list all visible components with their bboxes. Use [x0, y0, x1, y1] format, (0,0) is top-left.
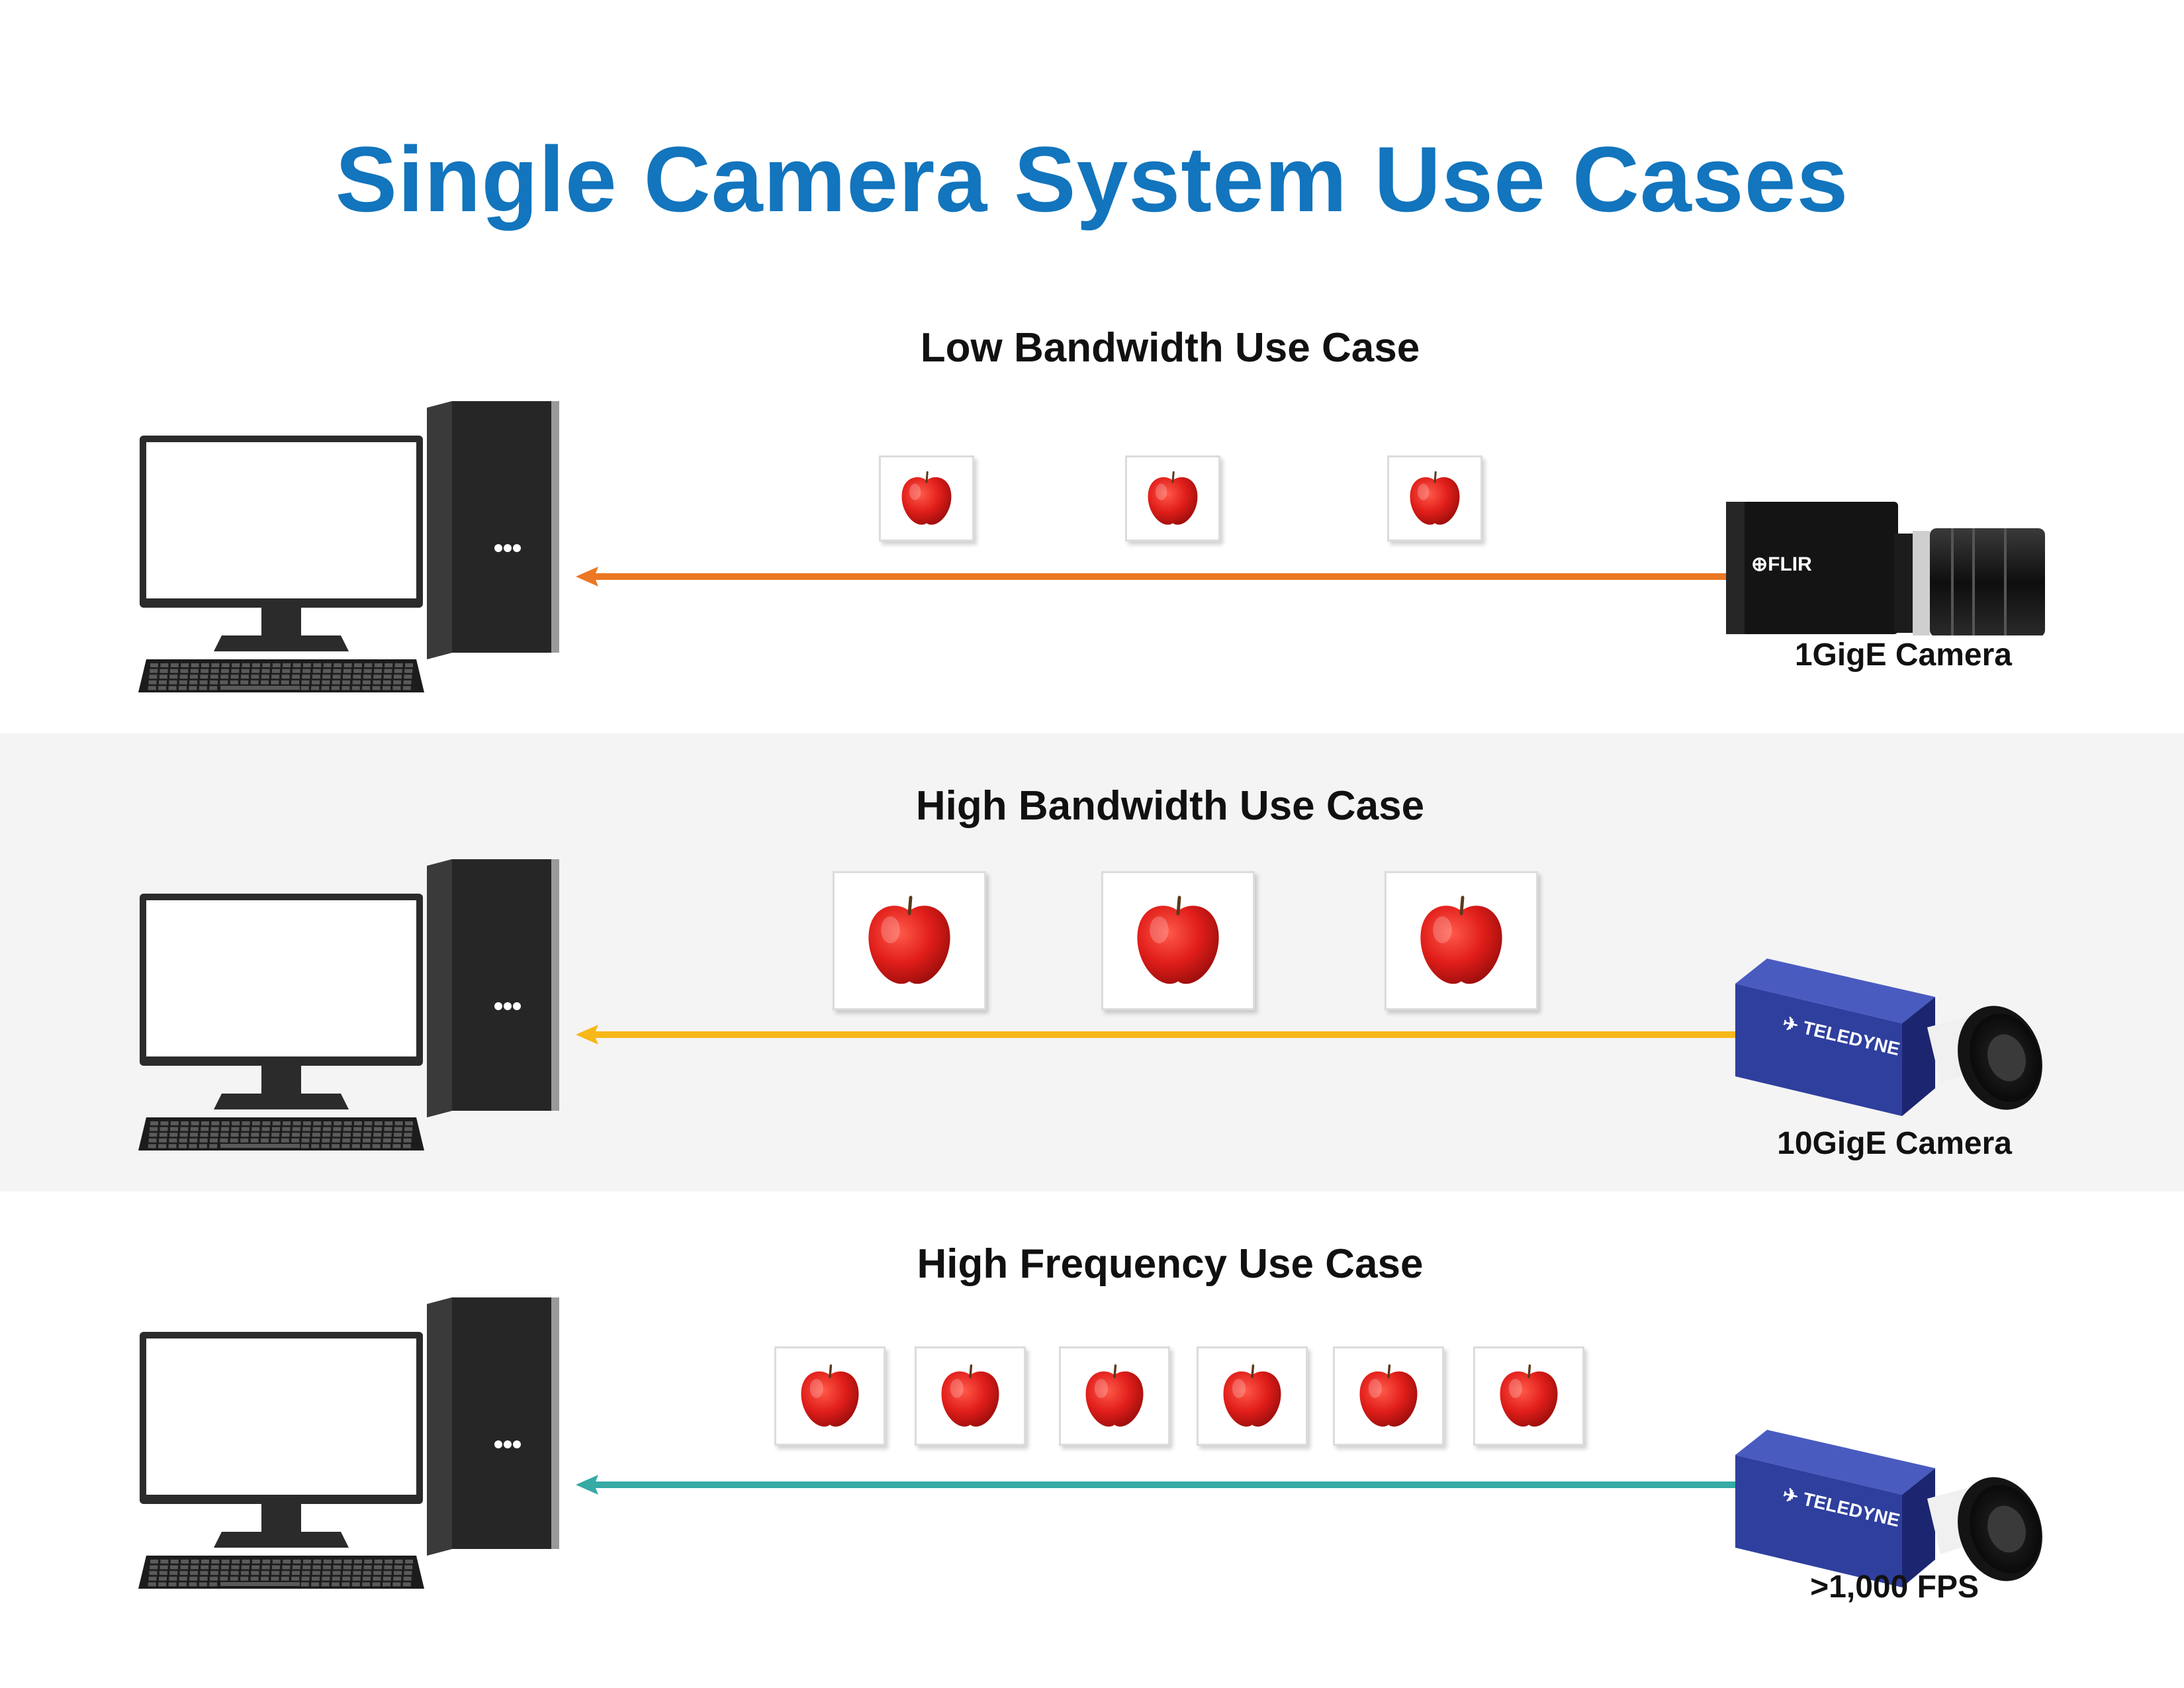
use-case-low-bandwidth: Low Bandwidth Use Case — [0, 275, 2184, 733]
apple-icon — [1085, 1364, 1144, 1427]
apple-icon — [1500, 1364, 1558, 1427]
computer-tower-icon — [427, 1297, 559, 1556]
apple-icon — [1359, 1364, 1418, 1427]
arrow-left-icon — [576, 1475, 598, 1495]
apple-icon — [901, 471, 952, 525]
frame-image — [1385, 871, 1538, 1010]
apple-icon — [1410, 471, 1460, 525]
use-case-high-bandwidth: High Bandwidth Use Case — [0, 733, 2184, 1192]
data-flow-arrow — [576, 1475, 1754, 1495]
use-case-high-frequency: High Frequency Use Case — [0, 1192, 2184, 1650]
camera-icon: ✈ TELEDYNE — [1729, 1430, 2044, 1589]
apple-icon — [1148, 471, 1198, 525]
data-flow-arrow — [576, 567, 1754, 586]
apple-icon — [801, 1364, 859, 1427]
apple-icon — [1223, 1364, 1281, 1427]
computer-icon — [136, 401, 566, 699]
frame-image — [1059, 1346, 1170, 1446]
apple-icon — [1420, 896, 1502, 984]
frame-image — [915, 1346, 1026, 1446]
computer-monitor-icon — [140, 894, 423, 1109]
keyboard-icon — [138, 659, 424, 692]
frame-image — [1197, 1346, 1308, 1446]
computer-monitor-icon — [140, 436, 423, 651]
frame-image — [1101, 871, 1255, 1010]
camera-label: >1,000 FPS — [1810, 1570, 1979, 1605]
use-case-title: High Bandwidth Use Case — [915, 783, 1425, 829]
computer-tower-icon — [427, 859, 559, 1117]
computer-icon — [136, 1297, 566, 1595]
computer-tower-icon — [427, 401, 559, 659]
arrow-left-icon — [576, 1025, 598, 1045]
apple-icon — [1137, 896, 1219, 984]
frame-image — [879, 455, 974, 541]
computer-monitor-icon — [140, 1332, 423, 1548]
camera-label: 10GigE Camera — [1777, 1126, 2012, 1161]
keyboard-icon — [138, 1117, 424, 1150]
page-title: Single Camera System Use Cases — [335, 127, 1849, 231]
frame-image — [1333, 1346, 1444, 1446]
camera-label: 1GigE Camera — [1794, 637, 2012, 673]
camera-icon: ⊕FLIR — [1726, 490, 2045, 637]
svg-text:⊕FLIR: ⊕FLIR — [1751, 553, 1812, 575]
frame-image — [1125, 455, 1220, 541]
use-case-title: Low Bandwidth Use Case — [920, 325, 1420, 371]
frame-image — [774, 1346, 886, 1446]
keyboard-icon — [138, 1556, 424, 1589]
arrow-left-icon — [576, 567, 598, 586]
apple-icon — [868, 896, 950, 984]
use-case-title: High Frequency Use Case — [917, 1241, 1424, 1287]
frame-image — [833, 871, 986, 1010]
data-flow-arrow — [576, 1025, 1754, 1045]
computer-icon — [136, 859, 566, 1157]
apple-icon — [941, 1364, 999, 1427]
camera-icon: ✈ TELEDYNE — [1729, 959, 2044, 1117]
frame-image — [1387, 455, 1482, 541]
frame-image — [1473, 1346, 1584, 1446]
